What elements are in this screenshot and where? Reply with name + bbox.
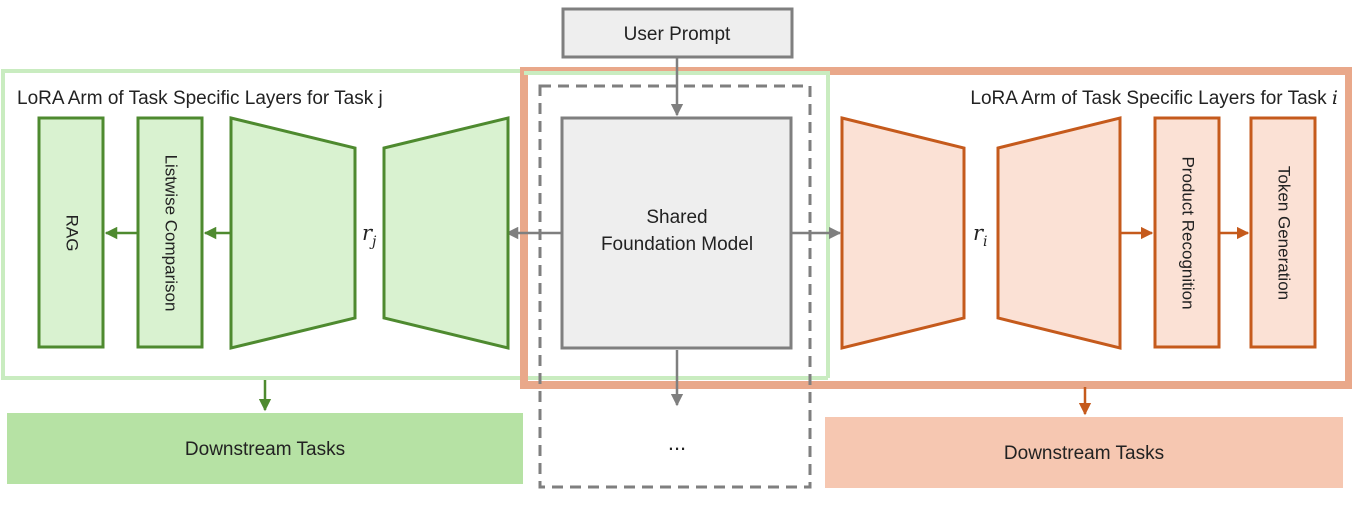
rag-layer-label: RAG: [63, 215, 82, 252]
foundation-model-label-line1: Shared: [646, 207, 707, 228]
right-lora-up-trapezoid: [996, 116, 1122, 350]
token-generation-label: Token Generation: [1275, 166, 1294, 300]
foundation-ellipsis: ...: [668, 430, 686, 455]
right-arm-panel: [520, 67, 1352, 389]
user-prompt-label: User Prompt: [624, 24, 731, 45]
right-downstream-box: [825, 417, 1343, 488]
foundation-dashed-box: [538, 84, 812, 489]
product-recognition-box: [1153, 116, 1221, 349]
right-lora-down-trapezoid: [840, 116, 966, 350]
left-arm-title: LoRA Arm of Task Specific Layers for Tas…: [17, 88, 383, 109]
product-recognition-label: Product Recognition: [1179, 156, 1198, 309]
left-downstream-label: Downstream Tasks: [185, 439, 345, 460]
left-lora-down-trapezoid: [382, 116, 510, 350]
left-downstream-box: [7, 413, 523, 484]
left-rank-label: rj: [362, 221, 377, 250]
rag-layer-box: [37, 116, 105, 349]
foundation-model-box: [560, 116, 793, 350]
right-downstream-label: Downstream Tasks: [1004, 443, 1164, 464]
user-prompt-box: [561, 7, 794, 59]
left-lora-up-trapezoid: [229, 116, 357, 350]
foundation-model-label-line2: Foundation Model: [601, 234, 753, 255]
listwise-comparison-label: Listwise Comparison: [162, 155, 181, 312]
right-arm-title: LoRA Arm of Task Specific Layers for Tas…: [970, 87, 1338, 109]
token-generation-box: [1249, 116, 1317, 349]
right-rank-label: ri: [973, 221, 988, 250]
